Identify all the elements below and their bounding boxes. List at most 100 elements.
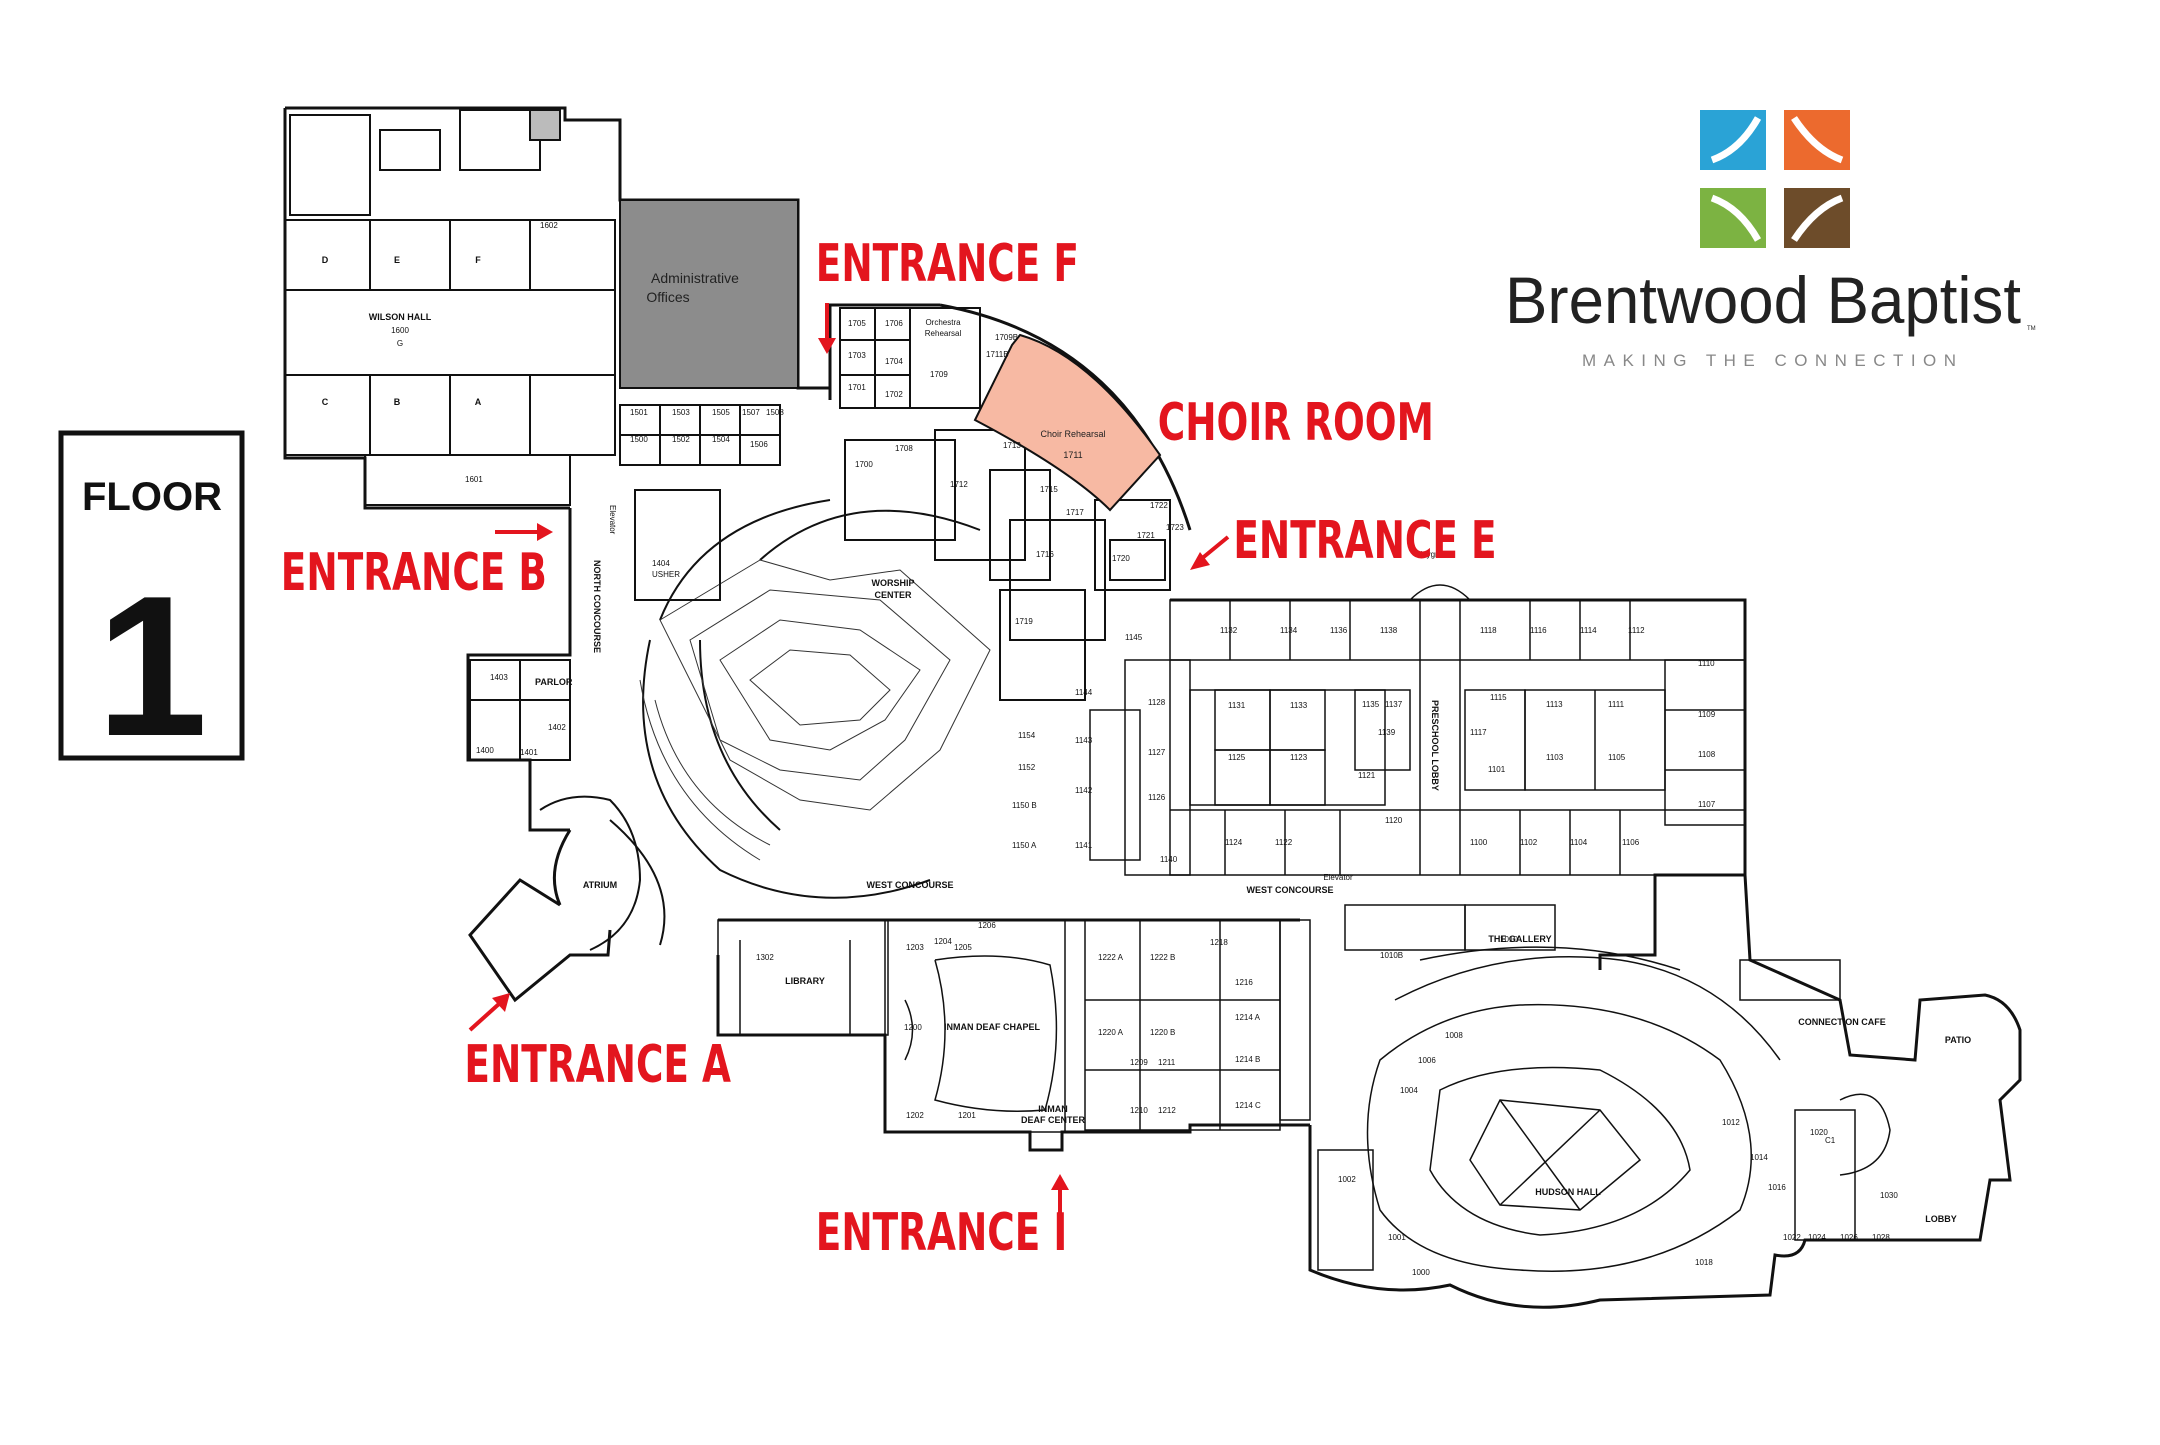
- floor-number: 1: [96, 555, 207, 778]
- usher-label: 1404: [652, 559, 670, 568]
- preschool-wing: [1089, 584, 1746, 876]
- room-label: 1136: [1330, 626, 1348, 635]
- room-label: 1132: [1220, 626, 1238, 635]
- entrance-f-label: ENTRANCE F: [816, 233, 1079, 294]
- trademark-mark: TM: [2027, 326, 2036, 332]
- room-label: 1709: [930, 370, 948, 379]
- room-label: 1108: [1698, 750, 1716, 759]
- room-label: 1706: [885, 319, 903, 328]
- room-label: 1214 B: [1235, 1055, 1260, 1064]
- room-label: 1113: [1546, 700, 1563, 709]
- room-label: 1214 A: [1235, 1013, 1261, 1022]
- entrance-i-marker[interactable]: ENTRANCE I: [816, 1174, 1069, 1263]
- room-label: 1138: [1380, 626, 1398, 635]
- lobby-label: LOBBY: [1925, 1214, 1957, 1224]
- choir-rehearsal-room[interactable]: [973, 333, 1162, 512]
- room-label: 1106: [1622, 838, 1640, 847]
- room-label: 1717: [1066, 508, 1084, 517]
- room-label: 1133: [1290, 701, 1308, 710]
- room-label: 1124: [1225, 838, 1243, 847]
- room-label: 1712: [950, 480, 968, 489]
- room-label: 1508: [766, 408, 784, 417]
- elevator-label: Elevator: [1323, 873, 1353, 882]
- room-label: 1127: [1148, 748, 1166, 757]
- room-label: 1110: [1698, 659, 1715, 668]
- worship-center-label: CENTER: [874, 590, 912, 600]
- elevator-label: Elevator: [608, 505, 617, 535]
- room-label: 1400: [476, 746, 494, 755]
- room-label: 1705: [848, 319, 866, 328]
- orchestra-label: Orchestra: [925, 318, 961, 327]
- room-label: 1503: [672, 408, 690, 417]
- room-label: 1504: [712, 435, 730, 444]
- room-label: 1121: [1358, 771, 1376, 780]
- entrance-e-marker[interactable]: ENTRANCE E: [1190, 510, 1497, 571]
- wilson-hall-letter: G: [397, 339, 403, 348]
- room-label: 1105: [1608, 753, 1626, 762]
- wilson-room-label: E: [394, 255, 400, 265]
- room-label: 1107: [1698, 800, 1716, 809]
- arrow-right-icon: [537, 523, 553, 541]
- administrative-offices-block[interactable]: [619, 199, 799, 389]
- room-label: 1222 A: [1098, 953, 1124, 962]
- entrance-f-marker[interactable]: ENTRANCE F: [816, 233, 1079, 354]
- room-label: 1502: [672, 435, 690, 444]
- wilson-hall-number: 1600: [391, 326, 409, 335]
- room-label: 1202: [906, 1111, 924, 1120]
- room-label: 1101: [1488, 765, 1506, 774]
- entrance-a-label: ENTRANCE A: [464, 1034, 731, 1095]
- worship-center-label: WORSHIP: [871, 578, 914, 588]
- room-label: 1214 C: [1235, 1101, 1261, 1110]
- room-label: 1716: [1036, 550, 1054, 559]
- library-label: LIBRARY: [785, 976, 825, 986]
- arrow-up-right-icon: [492, 993, 510, 1012]
- room-label: 1403: [490, 673, 508, 682]
- choir-room-name: Choir Rehearsal: [1040, 429, 1105, 439]
- entrance-a-marker[interactable]: ENTRANCE A: [464, 993, 731, 1095]
- room-label: 1220 A: [1098, 1028, 1124, 1037]
- room-label: 1216: [1235, 978, 1253, 987]
- entrance-b-marker[interactable]: ENTRANCE B: [281, 523, 553, 603]
- room-label: 1505: [712, 408, 730, 417]
- room-label: 1022: [1783, 1233, 1801, 1242]
- room-label: 1720: [1112, 554, 1130, 563]
- room-label: 1014: [1750, 1153, 1768, 1162]
- playground-label: Playground: [1415, 550, 1455, 559]
- room-label: 1010: [1500, 935, 1518, 944]
- usher-label: USHER: [652, 570, 680, 579]
- entrance-e-label: ENTRANCE E: [1233, 510, 1496, 571]
- room-label: 1114: [1580, 626, 1597, 635]
- entrance-i-label: ENTRANCE I: [816, 1202, 1068, 1263]
- choir-room-callout[interactable]: CHOIR ROOM: [1158, 392, 1434, 453]
- wilson-hall-interior: [284, 109, 781, 506]
- choir-room-number: 1711: [1063, 450, 1082, 460]
- room-label: 1220 B: [1150, 1028, 1175, 1037]
- wilson-room-label: C: [322, 397, 329, 407]
- room-label: 1024: [1808, 1233, 1826, 1242]
- room-label: 1123: [1290, 753, 1308, 762]
- room-label: 1205: [954, 943, 972, 952]
- room-label: 1134: [1280, 626, 1298, 635]
- brand-tagline: MAKING THE CONNECTION: [1582, 351, 1962, 370]
- room-label: 1154: [1018, 731, 1036, 740]
- room-label: 1004: [1400, 1086, 1418, 1095]
- room-label: 1128: [1148, 698, 1166, 707]
- room-label: 1206: [978, 921, 996, 930]
- admin-label-line2: Offices: [646, 289, 689, 305]
- room-label: 1722: [1150, 501, 1168, 510]
- arrow-down-icon: [818, 338, 836, 354]
- room-label: C1: [1825, 1136, 1836, 1145]
- room-label: 1719: [1015, 617, 1033, 626]
- room-label: 1143: [1075, 736, 1093, 745]
- room-label: 1704: [885, 357, 903, 366]
- room-label: 1135: [1362, 700, 1380, 709]
- room-label: 1000: [1412, 1268, 1430, 1277]
- room-label: 1702: [885, 390, 903, 399]
- room-label: 1721: [1137, 531, 1155, 540]
- room-label: 1142: [1075, 786, 1093, 795]
- room-label: 1102: [1520, 838, 1538, 847]
- west-concourse-label: WEST CONCOURSE: [866, 880, 953, 890]
- entrance-b-label: ENTRANCE B: [281, 542, 547, 603]
- room-label: 1703: [848, 351, 866, 360]
